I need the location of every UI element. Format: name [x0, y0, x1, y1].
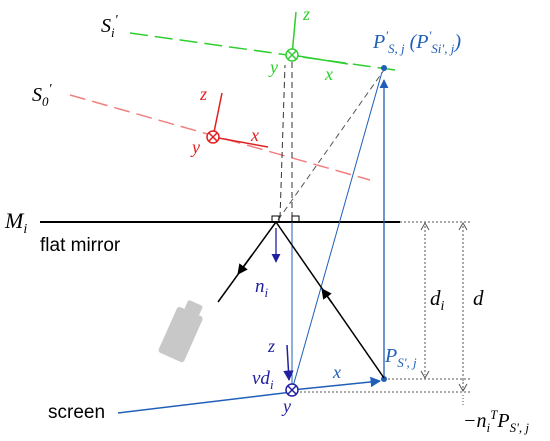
label-d-i: di: [430, 286, 445, 314]
green-x-axis: [291, 54, 349, 65]
screen-line: [117, 391, 293, 414]
red-x-axis: [212, 136, 269, 148]
label-normal: ni: [255, 276, 269, 300]
red-z-axis: [212, 92, 223, 138]
blue-diagonal-to-virtual-point: [291, 71, 383, 391]
green-z-axis: [291, 11, 297, 56]
plane-s0: [69, 94, 371, 181]
right-angle-marker-2: [291, 215, 300, 223]
d-arrow-bottom: [458, 383, 468, 393]
dashed-vertical-left: [279, 64, 286, 219]
label-red-x: x: [250, 125, 259, 145]
blue-origin-cross: [287, 385, 297, 395]
label-green-x: x: [324, 64, 333, 84]
label-s0-prime: S0': [32, 82, 53, 109]
label-blue-z: z: [267, 336, 275, 356]
label-vd-i: vdi: [252, 368, 274, 392]
blue-z-arrow: [283, 344, 294, 382]
label-si-prime: Si': [101, 13, 119, 40]
label-screen-point: PS', j: [384, 345, 417, 370]
green-origin-cross: [287, 50, 297, 60]
ray-screen-arrow: [321, 288, 333, 304]
d-arrow-top: [458, 221, 468, 231]
virtual-point-dot: [381, 65, 387, 71]
di-arrow-top: [420, 221, 430, 231]
label-mirror: Mi: [4, 208, 27, 237]
label-red-y: y: [190, 137, 200, 157]
red-origin-cross: [208, 132, 218, 142]
label-blue-x: x: [332, 362, 341, 382]
label-flat-mirror: flat mirror: [40, 235, 121, 256]
dashed-extension: [277, 69, 385, 221]
label-green-z: z: [302, 4, 310, 24]
virtual-screen-plane-si: [129, 32, 396, 71]
di-arrow-bottom: [420, 370, 430, 380]
camera-icon: [158, 300, 203, 363]
label-screen: screen: [48, 402, 105, 423]
label-d: d: [473, 286, 484, 310]
label-green-y: y: [268, 57, 278, 77]
label-virtual-point: P'S, j (P'Si', j): [372, 28, 461, 56]
label-blue-y: y: [281, 396, 291, 416]
ray-camera-arrow: [237, 254, 253, 275]
label-projection: −niTPS', j: [463, 407, 529, 435]
blue-x-axis: [291, 376, 382, 391]
label-red-z: z: [199, 84, 207, 104]
